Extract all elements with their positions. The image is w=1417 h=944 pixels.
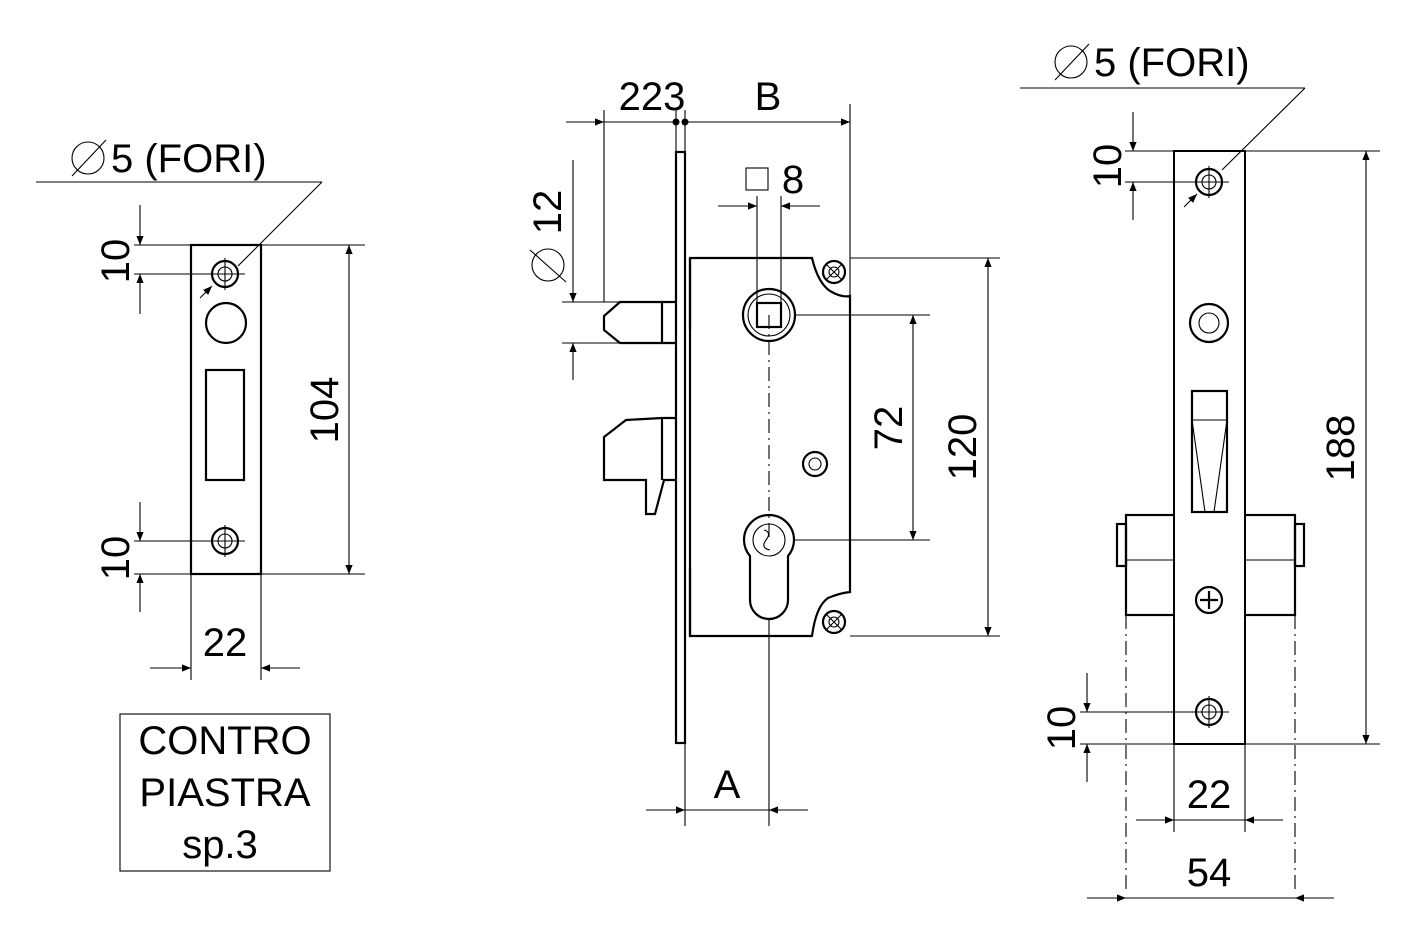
dim-width: 22 [203,621,248,665]
dim-top-offset: 10 [94,239,138,284]
screw-hole-icon [1189,696,1229,728]
screw-hole-icon [1189,166,1229,198]
dim-bottom-offset: 10 [1040,706,1084,751]
dim-width: 22 [1187,773,1232,817]
lock-body-view: 223 B 8 12 72 120 [526,75,1000,826]
screw-hole-icon [205,258,245,290]
dim-front-plate: 223 [619,75,686,119]
dim-top-offset: 10 [1086,144,1130,189]
square-icon [745,167,769,191]
title-line-1: CONTRO [138,719,311,763]
corner-screw-icon [821,609,847,635]
title-box [119,713,331,872]
strike-plate-view: 10 10 104 22 5 (FORI) CONTRO PIASTRA sp.… [36,137,365,872]
dim-height: 188 [1319,415,1363,482]
strike-plate-outline [189,243,263,576]
title-line-3: sp.3 [182,823,258,867]
bolt-slot [204,368,246,482]
hole-label: 5 (FORI) [111,137,267,181]
hole-label: 5 (FORI) [1094,41,1250,85]
front-plate [674,150,687,745]
title-line-2: PIASTRA [139,771,310,815]
hook-slot [1190,389,1229,514]
latch-hole [204,301,248,345]
dim-depth: 54 [1187,851,1232,895]
dim-height: 104 [303,377,347,444]
dim-center: 72 [867,406,911,451]
latch-pin [602,300,676,345]
dim-body: 120 [941,414,985,481]
corner-screw-icon [821,259,847,285]
hook-bolt [602,416,676,516]
spindle-ring [1188,302,1230,344]
diameter-icon [529,248,567,283]
lock-case-outline [688,256,852,638]
faceplate-outline [1173,150,1246,745]
diameter-icon [1054,43,1090,81]
dim-bottom-offset: 10 [94,536,138,581]
faceplate-view: 5 (FORI) 10 10 188 22 54 [1020,41,1380,902]
center-screw-icon [1194,585,1224,615]
dim-pin: 12 [526,190,570,235]
dim-square: 8 [782,158,804,202]
screw-hole-icon [205,525,245,557]
dim-a: A [714,763,741,807]
diameter-icon [71,139,107,177]
dim-b: B [755,75,782,119]
center-screw-icon [801,450,829,478]
